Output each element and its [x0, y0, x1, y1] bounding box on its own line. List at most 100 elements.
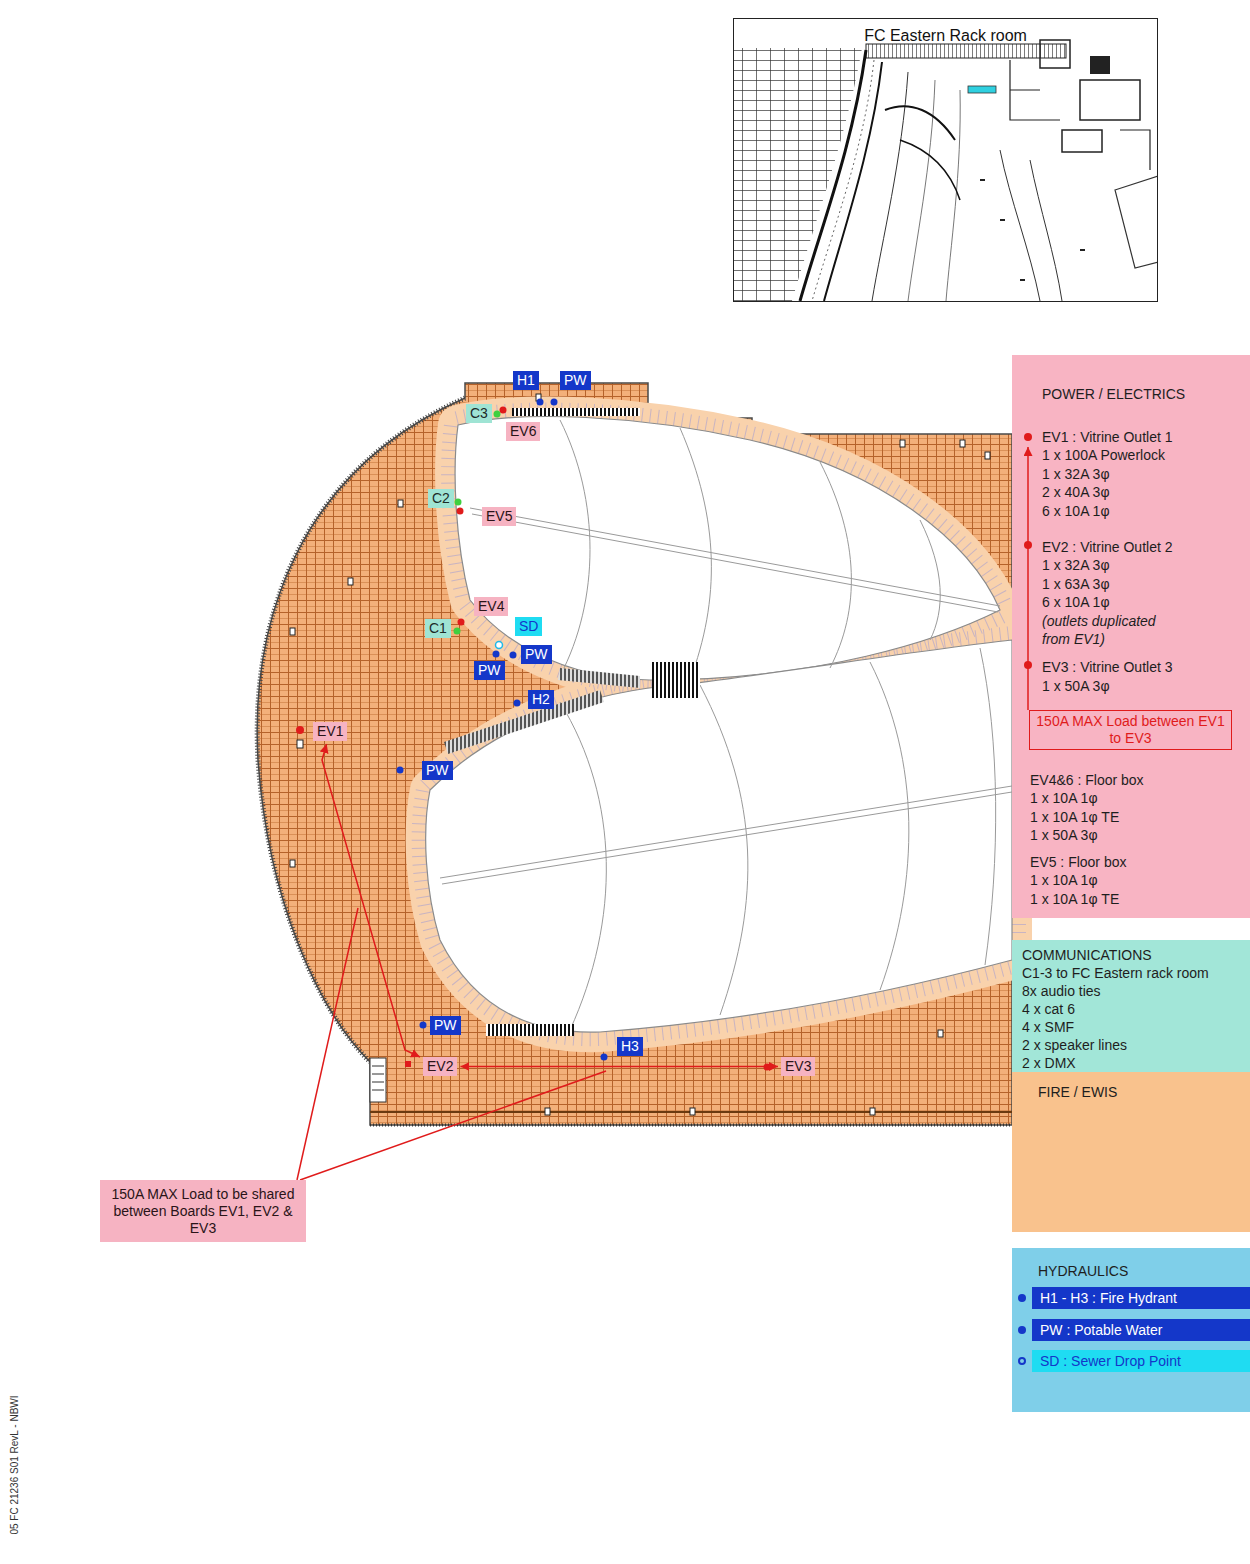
service-point — [537, 399, 544, 406]
floor-area — [370, 1124, 1012, 1127]
floor-box — [297, 740, 303, 748]
panel-text: 1 x 50A 3φ — [1030, 826, 1250, 844]
label-text: PW — [478, 662, 501, 679]
label-text: PW — [525, 646, 548, 663]
inset-map: FC Eastern Rack room — [733, 18, 1158, 302]
floor-box — [290, 394, 990, 1115]
panel-text: 2 x DMX — [1022, 1054, 1250, 1072]
leader-line — [297, 908, 606, 1180]
service-tag: H3 — [617, 1037, 643, 1056]
power-tag: EV2 — [423, 1057, 457, 1076]
floor-box — [545, 1108, 550, 1115]
service-tag: PW — [430, 1016, 461, 1035]
sewer-tag: SD — [515, 617, 542, 636]
inset-illustration — [734, 48, 862, 301]
callout-box: 150A MAX Load to be shared between Board… — [100, 1180, 306, 1242]
comms-tag: C3 — [466, 404, 492, 423]
panel-text: (outlets duplicated from EV1) — [1042, 612, 1182, 648]
walkway — [455, 417, 1000, 680]
panel-text: EV5 : Floor box — [1030, 853, 1250, 871]
floor-box — [870, 1108, 875, 1115]
inset-illustration — [1000, 150, 1040, 301]
legend-swatch: H1 - H3 : Fire Hydrant — [1032, 1287, 1250, 1309]
inset-illustration — [1115, 176, 1157, 268]
panel-text: 1 x 50A 3φ — [1042, 677, 1250, 695]
walkway — [426, 640, 1012, 1032]
floor-area — [372, 1066, 384, 1090]
service-point — [296, 726, 304, 734]
service-point — [454, 628, 461, 635]
inset-illustration — [800, 50, 866, 301]
power-tag: EV1 — [313, 722, 347, 741]
panel-text: POWER / ELECTRICS — [1042, 385, 1250, 403]
inset-illustration — [885, 106, 955, 140]
outlet-dot — [1024, 541, 1032, 549]
panel-text: 1 x 63A 3φ — [1042, 575, 1250, 593]
floor-box — [960, 440, 965, 447]
bracket-line — [1027, 447, 1029, 710]
floor-box — [398, 500, 403, 507]
roof-shells — [870, 662, 909, 990]
label-text: FC Eastern Rack room — [734, 26, 1157, 46]
label-text: 150A MAX Load to be shared between Board… — [108, 1186, 298, 1237]
service-tag: PW — [560, 371, 591, 390]
power-tag: EV3 — [781, 1057, 815, 1076]
inset-illustration — [908, 80, 935, 301]
service-point — [457, 508, 464, 515]
panel-text: 4 x SMF — [1022, 1018, 1250, 1036]
label-text: EV1 — [317, 723, 343, 740]
label-text: C3 — [470, 405, 488, 422]
legend-row: H1 - H3 : Fire Hydrant — [1012, 1287, 1250, 1309]
service-point — [296, 399, 771, 1071]
stairs — [444, 690, 604, 754]
service-point — [494, 411, 501, 418]
floor-box — [938, 1030, 943, 1037]
floor-box — [348, 578, 353, 585]
floor-box — [290, 860, 295, 867]
legend-dot — [1018, 1294, 1026, 1302]
floor-area — [257, 383, 1012, 1125]
panel-text: C1-3 to FC Eastern rack room — [1022, 964, 1250, 982]
inset-illustration — [900, 140, 960, 200]
panel-text: 6 x 10A 1φ — [1042, 593, 1250, 611]
label-text: EV5 — [486, 508, 512, 525]
label-text: C2 — [432, 490, 450, 507]
inset-illustration — [812, 60, 874, 301]
label-text: EV4 — [478, 598, 504, 615]
label-text: PW — [564, 372, 587, 389]
roof-shells — [442, 792, 1012, 884]
roof-shells — [426, 417, 1012, 1033]
label-text: EV6 — [510, 423, 536, 440]
floor-box — [985, 452, 990, 459]
legend-row: PW : Potable Water — [1012, 1319, 1250, 1341]
label-text: EV3 — [785, 1058, 811, 1075]
stairs — [652, 662, 700, 698]
legend-dot — [1018, 1326, 1026, 1334]
roof-shells — [470, 508, 1000, 606]
inset-illustration — [1040, 40, 1070, 68]
service-tag: PW — [422, 761, 453, 780]
label-text: SD — [519, 618, 538, 635]
comms-tag: C1 — [425, 619, 451, 638]
service-tag: PW — [521, 645, 552, 664]
roof-shells — [700, 685, 748, 1015]
service-point — [510, 652, 517, 659]
service-point — [601, 1054, 608, 1061]
legend-dot — [1018, 1357, 1026, 1365]
service-tag: H2 — [528, 690, 554, 709]
inset-illustration — [968, 86, 996, 93]
service-tag: PW — [474, 661, 505, 680]
stairs — [444, 408, 700, 1036]
panel-text: 1 x 32A 3φ — [1042, 556, 1250, 574]
connector-group — [322, 744, 778, 1067]
power-tag: EV4 — [474, 597, 508, 616]
legend-panel: FIRE / EWIS — [1012, 1072, 1250, 1232]
roof-shells — [426, 640, 1012, 1032]
floor-box — [900, 440, 905, 447]
service-point — [458, 619, 465, 626]
label-text: 150A MAX Load between EV1 to EV3 — [1036, 713, 1225, 747]
inset-illustration — [980, 180, 1085, 280]
floor-box — [690, 1108, 695, 1115]
roof-shells — [455, 417, 1000, 680]
service-point — [405, 1061, 411, 1067]
